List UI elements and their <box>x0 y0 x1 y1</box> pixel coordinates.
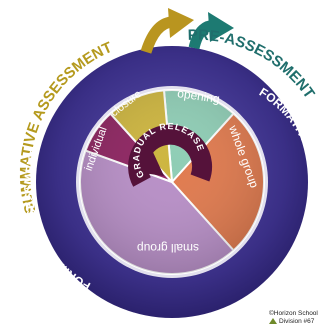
segment-label-opening: opening <box>176 86 220 106</box>
credit-line2-wrapper: Division #67 <box>269 317 333 326</box>
horizon-logo-icon <box>269 317 277 324</box>
credit-line2: Division #67 <box>279 317 315 325</box>
segment-label-small-group: small group <box>137 241 199 255</box>
segment-shading <box>80 90 264 274</box>
gradual-release-arrow <box>128 124 213 187</box>
pre-assessment-arrow <box>188 12 234 50</box>
credit-block: ©Horizon School Division #67 <box>269 310 333 325</box>
summative-arrow <box>140 8 194 54</box>
credit-line1: ©Horizon School <box>269 310 318 317</box>
